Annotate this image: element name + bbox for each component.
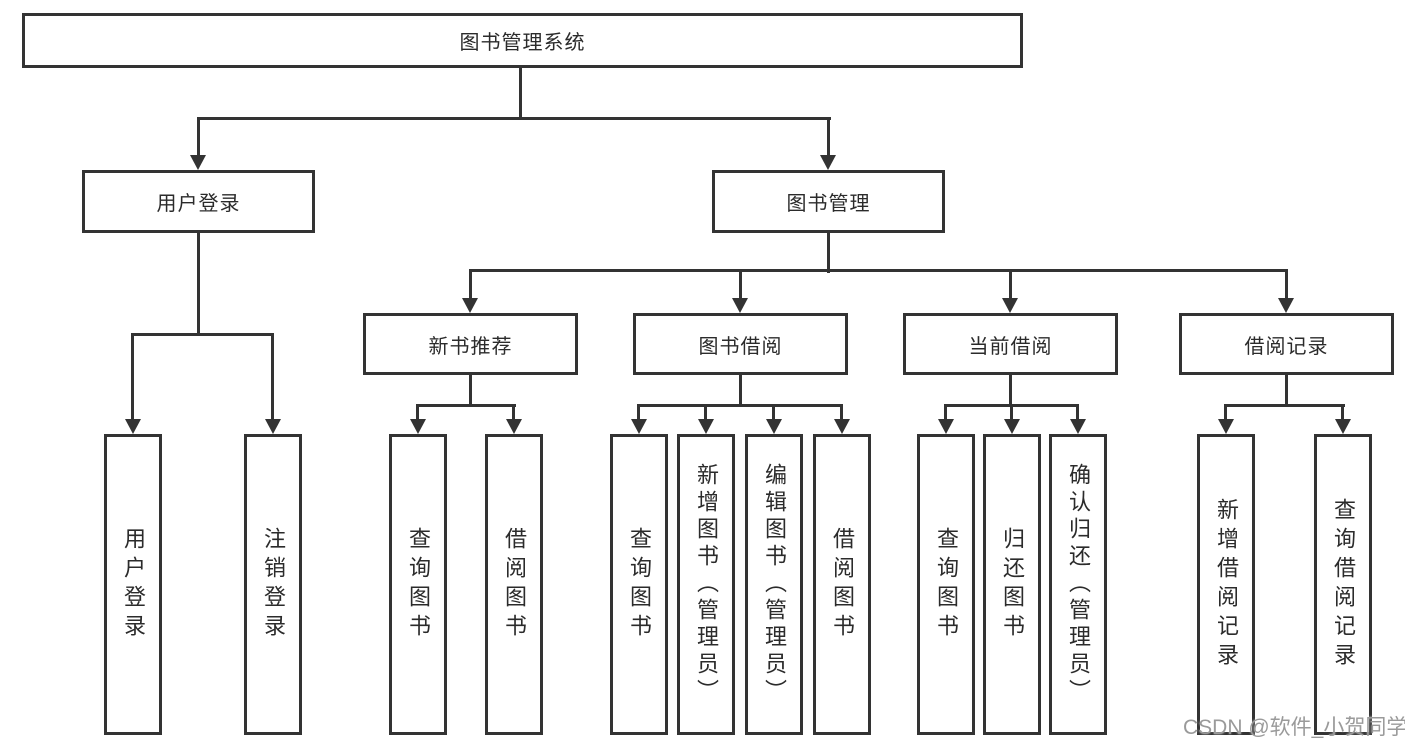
connector-line <box>1224 404 1345 407</box>
leaf-current-query: 查询图书 <box>917 434 975 735</box>
arrow-down-icon <box>1278 298 1294 313</box>
leaf-bookborrow-query: 查询图书 <box>610 434 668 735</box>
arrow-down-icon <box>506 419 522 434</box>
connector-line <box>772 404 775 426</box>
node-current-borrow: 当前借阅 <box>903 313 1118 375</box>
node-user-login: 用户登录 <box>82 170 315 233</box>
connector-line <box>1285 373 1288 407</box>
connector-line <box>1009 269 1012 302</box>
arrow-down-icon <box>732 298 748 313</box>
connector-line <box>131 333 134 423</box>
arrow-down-icon <box>766 419 782 434</box>
arrow-down-icon <box>938 419 954 434</box>
csdn-watermark: CSDN @软件_小贺同学 <box>1183 716 1405 739</box>
arrow-down-icon <box>190 155 206 170</box>
leaf-newbook-borrow: 借阅图书 <box>485 434 543 735</box>
leaf-bookborrow-add-admin: 新增图书（管理员） <box>677 434 735 735</box>
connector-line <box>469 373 472 407</box>
connector-line <box>416 404 516 407</box>
arrow-down-icon <box>1335 419 1351 434</box>
arrow-down-icon <box>462 298 478 313</box>
arrow-down-icon <box>1004 419 1020 434</box>
connector-line <box>827 117 830 159</box>
connector-line <box>1341 404 1344 426</box>
leaf-record-add: 新增借阅记录 <box>1197 434 1255 735</box>
connector-line <box>469 269 472 302</box>
connector-line <box>131 333 274 336</box>
connector-line <box>271 333 274 423</box>
connector-line <box>1009 373 1012 407</box>
leaf-user-login: 用户登录 <box>104 434 162 735</box>
node-book-management: 图书管理 <box>712 170 945 233</box>
connector-line <box>1010 404 1013 426</box>
leaf-record-query: 查询借阅记录 <box>1314 434 1372 735</box>
connector-line <box>704 404 707 426</box>
connector-line <box>840 404 843 426</box>
node-borrow-records: 借阅记录 <box>1179 313 1394 375</box>
arrow-down-icon <box>820 155 836 170</box>
connector-line <box>739 269 742 302</box>
leaf-newbook-query: 查询图书 <box>389 434 447 735</box>
connector-line <box>519 66 522 120</box>
connector-line <box>637 404 843 407</box>
leaf-logout: 注销登录 <box>244 434 302 735</box>
leaf-current-confirm-admin: 确认归还（管理员） <box>1049 434 1107 735</box>
node-root: 图书管理系统 <box>22 13 1023 68</box>
arrow-down-icon <box>834 419 850 434</box>
connector-line <box>1076 404 1079 426</box>
node-book-borrow: 图书借阅 <box>633 313 848 375</box>
connector-line <box>512 404 515 426</box>
arrow-down-icon <box>125 419 141 434</box>
leaf-bookborrow-edit-admin: 编辑图书（管理员） <box>745 434 803 735</box>
connector-line <box>197 117 831 120</box>
connector-line <box>197 117 200 159</box>
connector-line <box>469 269 1288 272</box>
leaf-current-return: 归还图书 <box>983 434 1041 735</box>
connector-line <box>416 404 419 426</box>
connector-line <box>739 373 742 407</box>
arrow-down-icon <box>1002 298 1018 313</box>
arrow-down-icon <box>1070 419 1086 434</box>
leaf-bookborrow-borrow: 借阅图书 <box>813 434 871 735</box>
connector-line <box>197 231 200 336</box>
arrow-down-icon <box>265 419 281 434</box>
connector-line <box>1224 404 1227 426</box>
arrow-down-icon <box>410 419 426 434</box>
arrow-down-icon <box>631 419 647 434</box>
connector-line <box>1285 269 1288 302</box>
connector-line <box>637 404 640 426</box>
connector-line <box>944 404 947 426</box>
node-new-book-recommend: 新书推荐 <box>363 313 578 375</box>
arrow-down-icon <box>1218 419 1234 434</box>
arrow-down-icon <box>698 419 714 434</box>
connector-line <box>827 231 830 273</box>
